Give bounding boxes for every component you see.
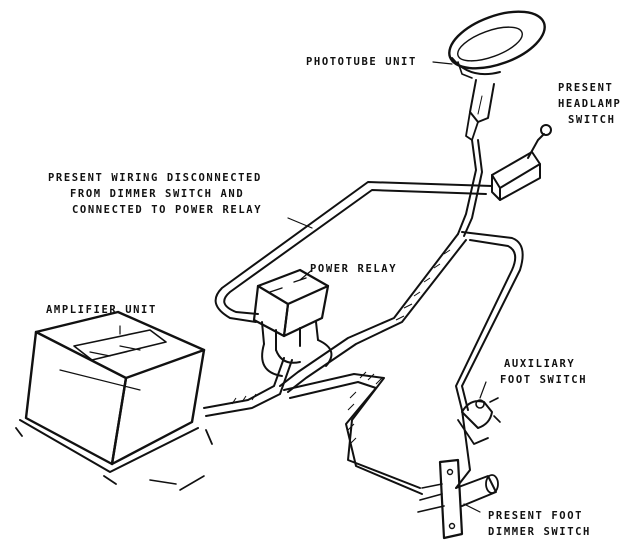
amplifier-label: AMPLIFIER UNIT [46, 304, 157, 316]
auxiliary-foot-switch [457, 397, 501, 445]
dimmer-foot-switch [417, 458, 499, 540]
phototube-label: PHOTOTUBE UNIT [306, 56, 417, 68]
dimmer-switch-label: PRESENT FOOT DIMMER SWITCH [488, 508, 591, 540]
headlamp-switch-label: PRESENT HEADLAMP SWITCH [558, 80, 621, 128]
auxiliary-switch-label-line: AUXILIARY [504, 358, 576, 370]
headlamp-switch [491, 124, 552, 201]
headlamp-switch-label-line: HEADLAMP [558, 98, 622, 110]
headlamp-switch-label-line: SWITCH [568, 114, 616, 126]
amplifier-unit [15, 310, 213, 491]
auxiliary-switch-label-line: FOOT SWITCH [500, 374, 588, 386]
wiring-note-line: CONNECTED TO POWER RELAY [72, 204, 263, 216]
dimmer-switch-label-line: PRESENT FOOT [488, 510, 584, 522]
phototube-unit [448, 10, 546, 141]
wiring-note-label: PRESENT WIRING DISCONNECTED FROM DIMMER … [48, 170, 262, 218]
power-relay-label: POWER RELAY [310, 263, 398, 275]
power-relay [252, 268, 330, 351]
dimmer-switch-label-line: DIMMER SWITCH [488, 526, 591, 538]
leader-lines [119, 61, 487, 513]
wiring-note-line: FROM DIMMER SWITCH AND [70, 188, 245, 200]
wiring-note-line: PRESENT WIRING DISCONNECTED [48, 172, 262, 184]
cable-hatching [231, 249, 451, 445]
wiring [203, 139, 524, 495]
auxiliary-switch-label: AUXILIARY FOOT SWITCH [500, 356, 587, 388]
headlamp-switch-label-line: PRESENT [558, 82, 614, 94]
